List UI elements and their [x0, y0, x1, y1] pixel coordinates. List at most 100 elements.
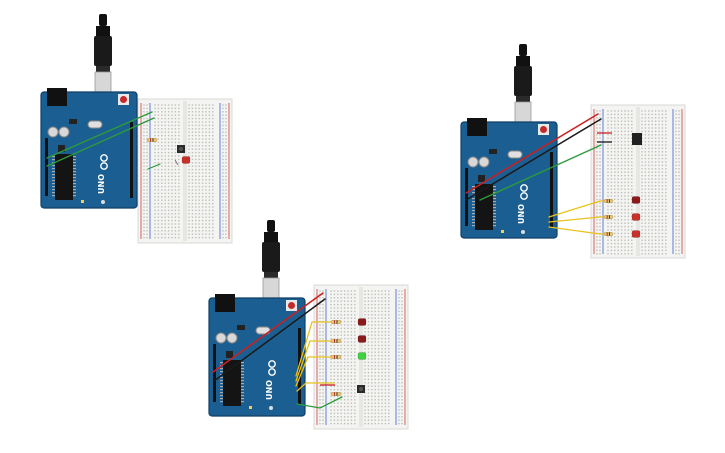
breadboard-hole: [648, 161, 650, 163]
breadboard-hole: [388, 365, 390, 367]
breadboard-hole: [340, 382, 342, 384]
breadboard-hole: [631, 242, 633, 245]
breadboard-hole: [401, 416, 403, 418]
breadboard-hole: [222, 179, 224, 181]
breadboard-hole: [205, 138, 207, 140]
breadboard-hole: [222, 189, 224, 191]
breadboard-hole: [198, 196, 200, 198]
breadboard-hole: [198, 151, 200, 154]
breadboard-hole: [343, 300, 346, 302]
breadboard-hole: [624, 134, 626, 136]
breadboard-hole: [164, 121, 166, 123]
breadboard-hole: [330, 405, 332, 408]
breadboard-hole: [191, 134, 194, 137]
breadboard-hole: [384, 310, 387, 313]
breadboard-hole: [367, 348, 370, 350]
breadboard-hole: [208, 104, 211, 106]
breadboard-hole: [675, 144, 677, 146]
breadboard-hole: [364, 422, 366, 425]
breadboard-hole: [381, 327, 383, 330]
breadboard-hole: [198, 141, 200, 144]
breadboard-hole: [624, 174, 626, 177]
breadboard-hole: [641, 127, 643, 129]
breadboard-hole: [164, 107, 166, 110]
breadboard-hole: [222, 155, 224, 157]
breadboard-hole: [620, 174, 623, 177]
breadboard-hole: [188, 151, 190, 154]
breadboard-hole: [191, 107, 194, 110]
breadboard-hole: [614, 236, 616, 238]
breadboard-hole: [167, 104, 170, 106]
breadboard-hole: [337, 405, 339, 408]
breadboard-hole: [596, 253, 598, 255]
breadboard-hole: [624, 253, 626, 255]
breadboard-hole: [337, 361, 339, 364]
breadboard-hole: [333, 324, 336, 326]
breadboard-hole: [201, 226, 204, 229]
breadboard-hole: [364, 351, 366, 353]
breadboard-hole: [624, 144, 626, 146]
breadboard-hole: [337, 378, 339, 381]
breadboard-hole: [343, 416, 346, 418]
breadboard-hole: [648, 120, 650, 122]
breadboard-hole: [161, 223, 163, 225]
breadboard-hole: [347, 331, 349, 333]
breadboard-hole: [624, 157, 626, 160]
breadboard-hole: [367, 320, 370, 323]
breadboard-hole: [617, 249, 619, 252]
breadboard-hole: [648, 185, 650, 187]
breadboard-hole: [599, 242, 601, 245]
breadboard-hole: [631, 144, 633, 146]
arduino-logo-icon: [100, 154, 108, 170]
breadboard-hole: [648, 246, 650, 248]
breadboard-hole: [661, 137, 664, 139]
breadboard-hole: [617, 222, 619, 224]
breadboard-hole: [337, 310, 339, 313]
breadboard-hole: [624, 215, 626, 218]
breadboard-hole: [174, 185, 177, 188]
breadboard-hole: [367, 392, 370, 394]
breadboard-hole: [678, 140, 680, 143]
breadboard-hole: [675, 239, 677, 241]
breadboard-hole: [644, 239, 647, 241]
breadboard-hole: [610, 178, 613, 180]
breadboard-hole: [599, 161, 601, 163]
breadboard-hole: [377, 320, 380, 323]
breadboard-hole: [388, 300, 390, 302]
breadboard-hole: [167, 185, 170, 188]
breadboard-hole: [654, 174, 657, 177]
breadboard-hole: [333, 368, 336, 370]
breadboard-hole: [198, 155, 200, 157]
breadboard-hole: [651, 127, 653, 129]
breadboard-hole: [596, 127, 598, 129]
breadboard-hole: [188, 148, 190, 150]
breadboard-hole: [195, 107, 197, 110]
breadboard-hole: [627, 151, 630, 153]
breadboard-hole: [343, 368, 346, 370]
breadboard-hole: [610, 236, 613, 238]
breadboard-hole: [624, 232, 626, 235]
breadboard-hole: [167, 131, 170, 133]
breadboard-hole: [627, 157, 630, 160]
breadboard-hole: [146, 216, 148, 218]
breadboard-hole: [614, 222, 616, 224]
resistor-icon: [330, 320, 342, 324]
breadboard-hole: [620, 225, 623, 228]
breadboard-hole: [205, 206, 207, 208]
breadboard-hole: [191, 199, 194, 201]
breadboard-hole: [347, 293, 349, 296]
breadboard-hole: [222, 230, 224, 232]
breadboard-hole: [340, 416, 342, 418]
breadboard-hole: [371, 290, 373, 292]
breadboard-hole: [340, 303, 342, 306]
breadboard-hole: [343, 361, 346, 364]
breadboard-hole: [607, 225, 609, 228]
breadboard-hole: [596, 215, 598, 218]
breadboard-hole: [225, 185, 227, 188]
breadboard-hole: [225, 121, 227, 123]
breadboard-hole: [599, 185, 601, 187]
breadboard-hole: [384, 385, 387, 387]
breadboard-hole: [143, 233, 145, 235]
breadboard-hole: [675, 154, 677, 156]
breadboard-hole: [322, 402, 324, 404]
